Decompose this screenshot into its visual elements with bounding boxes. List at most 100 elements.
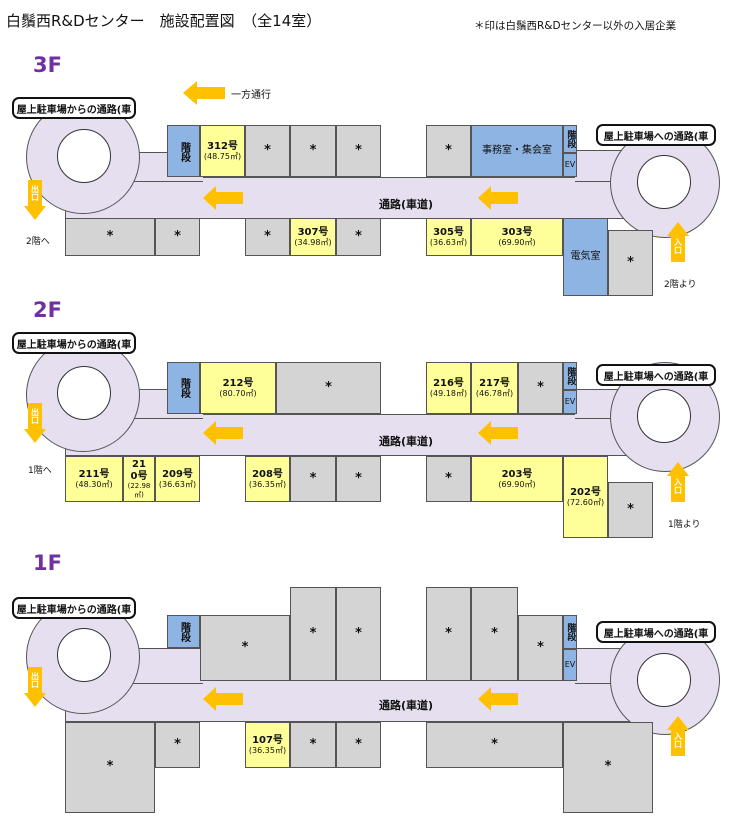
room-other-company: *: [608, 230, 653, 296]
ramp-hole-right-2f: [637, 389, 691, 443]
stairs-1f-left: 階段: [167, 615, 200, 648]
from-1f-label: 1階より: [668, 520, 701, 530]
ramp-hole-right-3f: [637, 155, 691, 209]
direction-arrow-icon: [203, 186, 243, 210]
room-203[interactable]: 203号(69.90㎡): [471, 456, 563, 502]
room-other-company: *: [290, 587, 336, 681]
ramp-hole-left-2f: [57, 366, 111, 420]
exit-arrow-icon: [24, 403, 46, 443]
room-other-company: *: [336, 587, 381, 681]
elevator-1f: EV: [563, 649, 577, 681]
room-303[interactable]: 303号(69.90㎡): [471, 218, 563, 256]
stairs-3f-right: 階段: [563, 125, 577, 153]
room-other-company: *: [155, 722, 200, 768]
room-210[interactable]: 210号(22.98㎡): [123, 456, 155, 502]
room-other-company: *: [65, 218, 155, 256]
page-title: 白鬚西R&Dセンター 施設配置図 （全14室）: [6, 12, 322, 30]
room-216[interactable]: 216号(49.18㎡): [426, 362, 471, 414]
ramp-connector-left-1f: [128, 648, 203, 684]
exit-arrow-icon: [24, 667, 46, 707]
room-other-company: *: [336, 125, 381, 177]
room-other-company: *: [200, 615, 290, 681]
room-312[interactable]: 312号(48.75㎡): [200, 125, 245, 177]
elevator-3f: EV: [563, 153, 577, 177]
to-roof-label-3f: 屋上駐車場への通路(車: [596, 124, 716, 146]
ramp-connector-left-2f: [128, 389, 203, 419]
entrance-label: 入口: [673, 478, 683, 494]
room-other-company: *: [426, 587, 471, 681]
room-other-company: *: [155, 218, 200, 256]
room-305[interactable]: 305号(36.63㎡): [426, 218, 471, 256]
entrance-arrow-icon: [667, 222, 689, 262]
room-209[interactable]: 209号(36.63㎡): [155, 456, 200, 502]
room-202[interactable]: 202号(72.60㎡): [563, 456, 608, 538]
exit-label: 出口: [30, 672, 40, 688]
electrical-room: 電気室: [563, 218, 608, 296]
direction-arrow-icon: [203, 687, 243, 711]
direction-arrow-icon: [203, 421, 243, 445]
floor-label-3f: 3F: [33, 53, 62, 77]
entrance-label: 入口: [673, 238, 683, 254]
stairs-1f-right: 階段: [563, 615, 577, 649]
to-roof-label-1f: 屋上駐車場への通路(車: [596, 621, 716, 643]
from-roof-label-1f: 屋上駐車場からの通路(車: [12, 597, 136, 619]
room-other-company: *: [518, 362, 563, 414]
road-label-2f: 通路(車道): [379, 435, 434, 448]
from-2f-label: 2階より: [664, 280, 697, 290]
room-217[interactable]: 217号(46.78㎡): [471, 362, 518, 414]
room-other-company: *: [65, 722, 155, 813]
room-208[interactable]: 208号(36.35㎡): [245, 456, 290, 502]
room-other-company: *: [245, 218, 290, 256]
room-other-company: *: [336, 456, 381, 502]
ramp-hole-left-3f: [57, 129, 111, 183]
stairs-3f-left: 階段: [167, 125, 200, 177]
from-roof-label-3f: 屋上駐車場からの通路(車: [12, 97, 136, 119]
room-other-company: *: [290, 456, 336, 502]
room-other-company: *: [290, 722, 336, 768]
entrance-arrow-icon: [667, 462, 689, 502]
room-other-company: *: [245, 125, 290, 177]
exit-arrow-icon: [24, 180, 46, 220]
from-roof-label-2f: 屋上駐車場からの通路(車: [12, 332, 136, 354]
floor-label-1f: 1F: [33, 551, 62, 575]
room-other-company: *: [336, 722, 381, 768]
room-other-company: *: [426, 125, 471, 177]
direction-arrow-icon: [478, 421, 518, 445]
road-label-1f: 通路(車道): [379, 699, 434, 712]
room-other-company: *: [518, 615, 563, 681]
room-212[interactable]: 212号(80.70㎡): [200, 362, 276, 414]
office-meeting-room: 事務室・集会室: [471, 125, 563, 177]
room-other-company: *: [471, 587, 518, 681]
one-way-arrow-icon: [183, 81, 225, 105]
roadway-1f: [65, 680, 630, 722]
one-way-label: 一方通行: [231, 90, 271, 101]
to-1f-label: 1階へ: [28, 466, 52, 476]
room-other-company: *: [276, 362, 381, 414]
room-307[interactable]: 307号(34.98㎡): [290, 218, 336, 256]
roadway-3f: [65, 177, 630, 219]
room-other-company: *: [290, 125, 336, 177]
room-other-company: *: [336, 218, 381, 256]
room-211[interactable]: 211号(48.30㎡): [65, 456, 123, 502]
exit-label: 出口: [30, 408, 40, 424]
roadway-2f: [65, 414, 630, 456]
entrance-arrow-icon: [667, 716, 689, 756]
stairs-2f-right: 階段: [563, 362, 577, 390]
entrance-label: 入口: [673, 732, 683, 748]
room-other-company: *: [426, 722, 563, 768]
stairs-2f-left: 階段: [167, 362, 200, 414]
room-other-company: *: [563, 722, 653, 813]
room-107[interactable]: 107号(36.35㎡): [245, 722, 290, 768]
ramp-hole-right-1f: [637, 653, 691, 707]
legend-note: ＊印は白鬚西R&Dセンター以外の入居企業: [474, 20, 677, 32]
to-roof-label-2f: 屋上駐車場への通路(車: [596, 364, 716, 386]
to-2f-label: 2階へ: [26, 237, 50, 247]
exit-label: 出口: [30, 185, 40, 201]
floor-label-2f: 2F: [33, 298, 62, 322]
direction-arrow-icon: [478, 186, 518, 210]
elevator-2f: EV: [563, 390, 577, 414]
direction-arrow-icon: [478, 687, 518, 711]
ramp-hole-left-1f: [57, 628, 111, 682]
room-other-company: *: [426, 456, 471, 502]
road-label-3f: 通路(車道): [379, 198, 434, 211]
